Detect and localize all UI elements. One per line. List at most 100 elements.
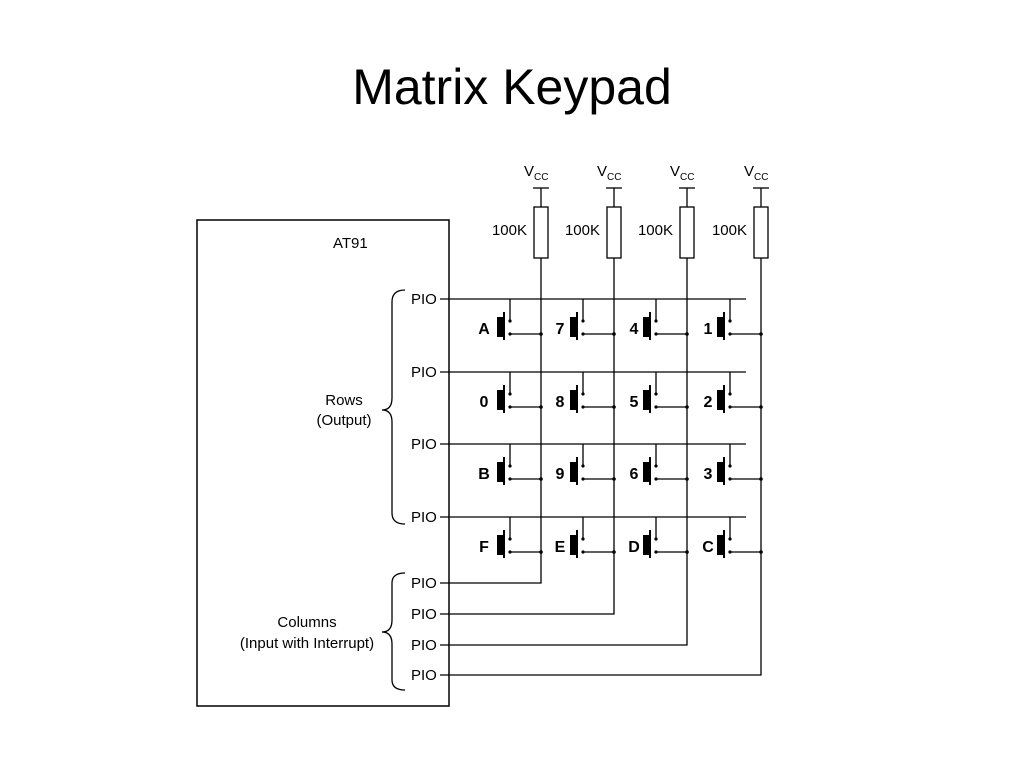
row-pin-label: PIO (411, 364, 437, 381)
key-switch-body (643, 535, 650, 555)
junction-dot (685, 550, 689, 554)
column-wire (440, 258, 542, 584)
key-label: 3 (704, 466, 713, 483)
vcc-subscript: CC (534, 172, 548, 183)
key-switch-body (497, 462, 504, 482)
key-label: 5 (630, 394, 639, 411)
key-switch-body (717, 317, 724, 337)
vcc-symbol: V (670, 163, 680, 180)
key-label: 0 (480, 394, 489, 411)
key-contact (654, 319, 658, 323)
key-switch-body (643, 317, 650, 337)
vcc-label: VCC (744, 163, 768, 183)
vcc-subscript: CC (754, 172, 768, 183)
key-contact (508, 537, 512, 541)
row-pin-label: PIO (411, 509, 437, 526)
junction-dot (539, 550, 543, 554)
column-pin-label: PIO (411, 637, 437, 654)
key-contact (581, 537, 585, 541)
key-switch-body (717, 390, 724, 410)
rows-label-line2: (Output) (316, 412, 371, 429)
key-contact (728, 392, 732, 396)
key-switch-body (643, 390, 650, 410)
resistor-value: 100K (492, 222, 527, 239)
vcc-symbol: V (524, 163, 534, 180)
column-pin-label: PIO (411, 606, 437, 623)
junction-dot (612, 477, 616, 481)
columns-label-line1: Columns (277, 614, 336, 631)
junction-dot (539, 332, 543, 336)
junction-dot (759, 477, 763, 481)
key-switch-body (497, 317, 504, 337)
key-switch-body (717, 535, 724, 555)
key-contact (654, 392, 658, 396)
key-contact (508, 392, 512, 396)
key-label: F (479, 539, 489, 556)
column-wire (440, 258, 688, 646)
pullup-resistor (679, 206, 695, 259)
resistor-value: 100K (638, 222, 673, 239)
key-switch-body (570, 317, 577, 337)
key-switch-body (643, 462, 650, 482)
key-label: E (555, 539, 566, 556)
key-contact (581, 392, 585, 396)
rows-label-line1: Rows (325, 392, 363, 409)
key-switch-body (717, 462, 724, 482)
vcc-subscript: CC (607, 172, 621, 183)
key-label: 6 (630, 466, 639, 483)
columns-brace (381, 572, 406, 691)
resistor-value: 100K (565, 222, 600, 239)
row-pin-label: PIO (411, 436, 437, 453)
junction-dot (759, 405, 763, 409)
key-label: 2 (704, 394, 713, 411)
rows-brace (381, 289, 406, 525)
junction-dot (612, 550, 616, 554)
key-label: 1 (704, 321, 713, 338)
key-label: C (702, 539, 714, 556)
pullup-resistor (533, 206, 549, 259)
column-wire (440, 258, 615, 615)
pullup-resistor (606, 206, 622, 259)
key-label: B (478, 466, 490, 483)
key-switch-body (570, 390, 577, 410)
key-label: 7 (556, 321, 565, 338)
junction-dot (539, 477, 543, 481)
row-pin-label: PIO (411, 291, 437, 308)
key-switch-body (570, 462, 577, 482)
key-contact (581, 464, 585, 468)
key-label: 8 (556, 394, 565, 411)
key-contact (508, 319, 512, 323)
vcc-subscript: CC (680, 172, 694, 183)
resistor-value: 100K (712, 222, 747, 239)
key-label: A (478, 321, 490, 338)
key-contact (508, 464, 512, 468)
key-label: D (628, 539, 640, 556)
junction-dot (759, 332, 763, 336)
vcc-symbol: V (597, 163, 607, 180)
vcc-symbol: V (744, 163, 754, 180)
key-contact (581, 319, 585, 323)
key-switch-body (497, 535, 504, 555)
junction-dot (612, 332, 616, 336)
column-pin-label: PIO (411, 575, 437, 592)
column-pin-label: PIO (411, 667, 437, 684)
key-contact (728, 464, 732, 468)
key-contact (728, 537, 732, 541)
mcu-name: AT91 (333, 235, 368, 252)
columns-label-line2: (Input with Interrupt) (240, 635, 374, 652)
junction-dot (612, 405, 616, 409)
vcc-label: VCC (597, 163, 621, 183)
pullup-resistor (753, 206, 769, 259)
column-wire (440, 258, 762, 676)
junction-dot (539, 405, 543, 409)
slide-title: Matrix Keypad (352, 59, 672, 115)
key-contact (654, 537, 658, 541)
key-label: 4 (630, 321, 639, 338)
key-contact (728, 319, 732, 323)
key-switch-body (570, 535, 577, 555)
vcc-label: VCC (670, 163, 694, 183)
mcu-box (196, 219, 450, 707)
junction-dot (759, 550, 763, 554)
key-contact (654, 464, 658, 468)
